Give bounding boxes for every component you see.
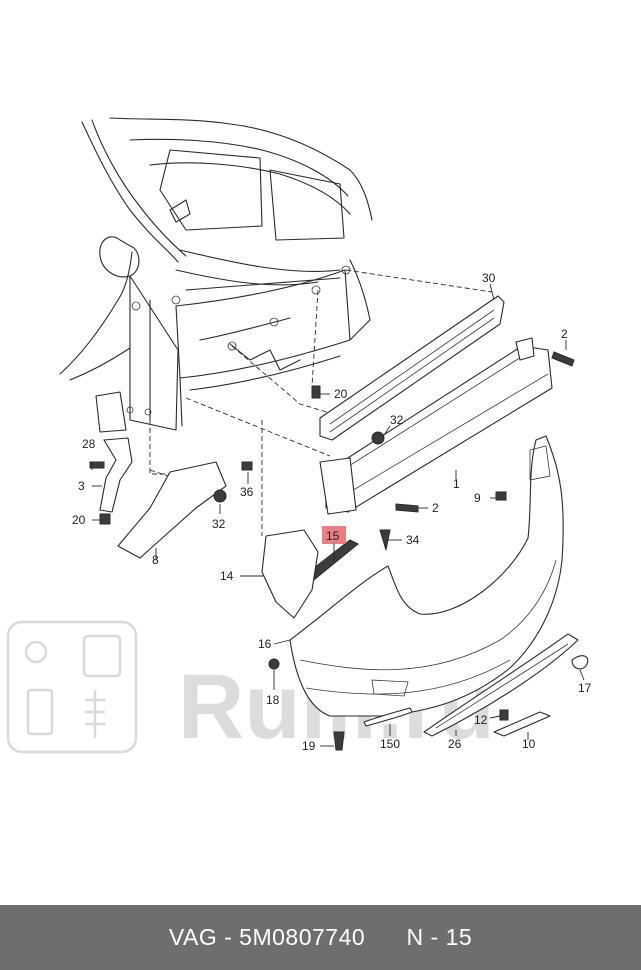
callout-34: 34	[406, 533, 420, 547]
callout-14: 14	[220, 569, 234, 583]
screw-19	[333, 731, 345, 751]
footer-position-label: N - 15	[406, 924, 473, 950]
bolt-28	[89, 461, 105, 469]
callout-17: 17	[578, 681, 592, 695]
callout-1: 1	[453, 477, 460, 491]
callout-32-upper: 32	[390, 413, 404, 427]
clip-12	[499, 709, 509, 721]
vehicle-body-shell	[59, 117, 373, 433]
footer-part-number: 5M0807740	[239, 924, 366, 950]
nut-32-upper	[371, 431, 385, 445]
callout-9: 9	[474, 491, 481, 505]
callout-36: 36	[240, 485, 254, 499]
fastener-20-lower	[99, 513, 111, 525]
part-14-guide-piece	[261, 529, 319, 619]
part-16-bumper-cover	[289, 435, 564, 717]
callout-20-lower: 20	[72, 513, 86, 527]
callout-20-upper: 20	[334, 387, 348, 401]
part-30-impact-absorber	[319, 295, 505, 441]
callout-2-lower: 2	[432, 501, 439, 515]
highlight-box	[322, 526, 346, 544]
callout-32-lower: 32	[212, 517, 226, 531]
part-17-cap	[571, 655, 589, 670]
callout-19: 19	[302, 739, 316, 753]
footer-brand: VAG	[168, 924, 218, 950]
callout-26: 26	[448, 737, 462, 751]
callout-2-upper: 2	[561, 327, 568, 341]
part-8-bracket	[117, 461, 227, 559]
part-number-footer: VAG - 5M0807740 N - 15	[0, 905, 641, 970]
footer-separator: -	[224, 924, 233, 950]
part-150-reflector-strip	[363, 707, 413, 727]
clip-9	[495, 491, 507, 501]
screw-18	[268, 658, 280, 670]
callout-150: 150	[380, 737, 400, 751]
fasteners	[89, 351, 575, 751]
leader-lines	[91, 283, 585, 747]
callout-18: 18	[266, 693, 280, 707]
bolt-2-lower	[395, 503, 419, 513]
part-26-diffuser	[423, 633, 579, 737]
fastener-20-upper	[311, 385, 321, 399]
bolt-2-upper	[551, 351, 575, 367]
callout-10: 10	[522, 737, 536, 751]
callout-8: 8	[152, 553, 159, 567]
part-3-bracket	[99, 437, 133, 513]
clip-36	[241, 461, 253, 471]
callout-15: 15	[326, 529, 340, 543]
callout-30: 30	[482, 271, 496, 285]
callout-16: 16	[258, 637, 272, 651]
callout-3: 3	[78, 479, 85, 493]
part-1-bumper-carrier	[325, 345, 553, 513]
callout-28: 28	[82, 437, 96, 451]
parts-diagram: Rulli.ru	[6, 117, 592, 758]
nut-32-lower	[213, 489, 227, 503]
callout-12: 12	[474, 713, 488, 727]
part-10-trim-strip	[493, 711, 551, 737]
callout-labels: 30 2 20 32 1 2 28 3 20 8 32 36 14 15 34 …	[72, 271, 592, 753]
